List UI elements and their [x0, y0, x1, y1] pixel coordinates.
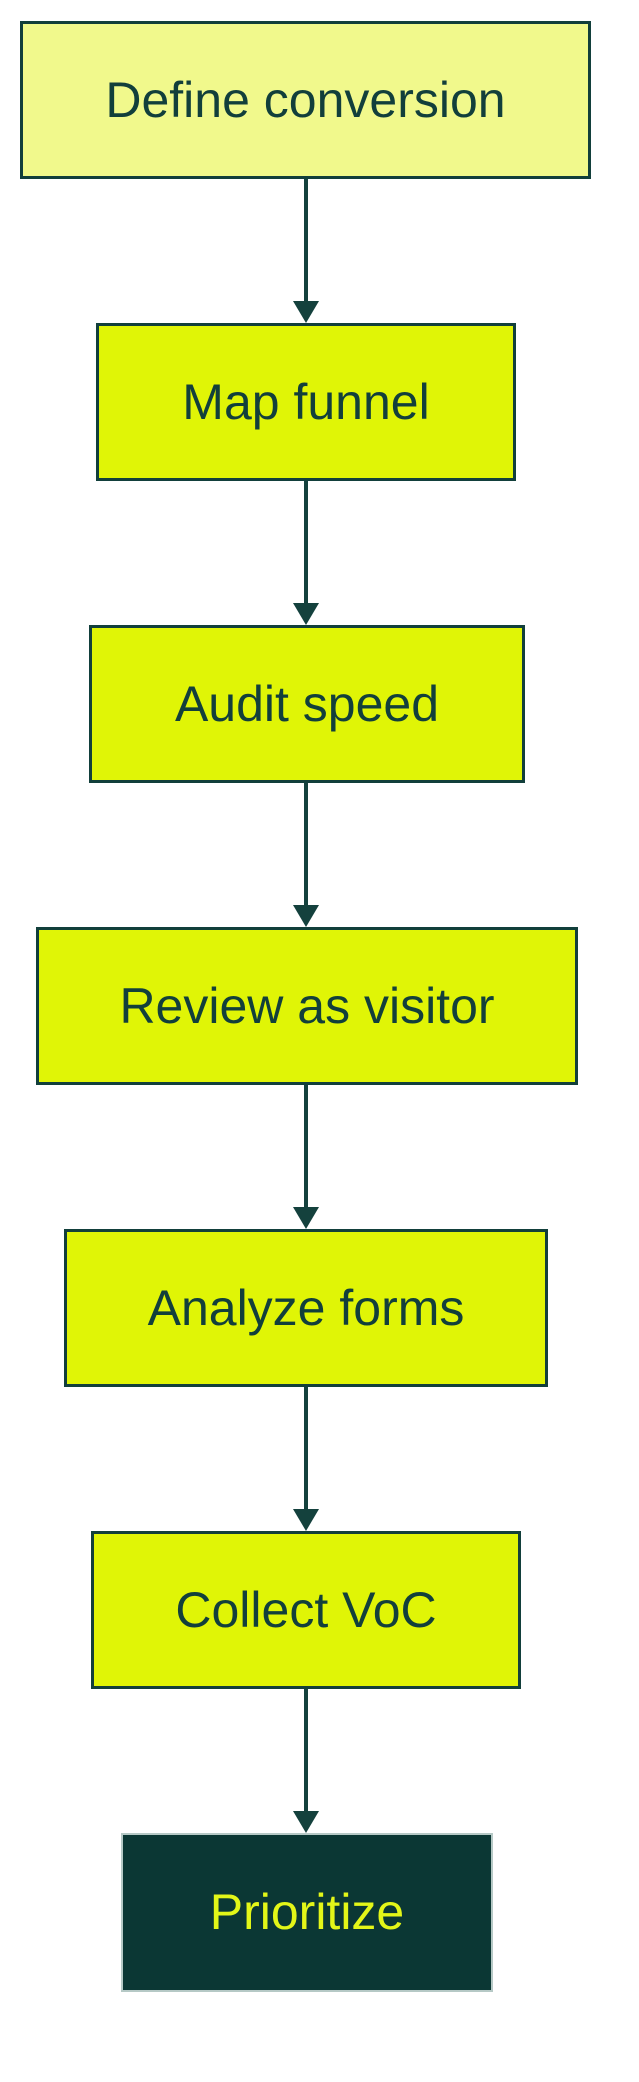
node-label: Define conversion — [105, 71, 506, 128]
edge-line — [304, 1689, 308, 1813]
node-label: Review as visitor — [119, 977, 495, 1034]
flow-node-collect-voc: Collect VoC — [91, 1531, 521, 1689]
flow-node-prioritize: Prioritize — [121, 1833, 493, 1992]
flow-node-analyze-forms: Analyze forms — [64, 1229, 548, 1387]
edge-map-funnel-to-audit-speed — [293, 481, 319, 625]
edge-line — [304, 179, 308, 303]
node-label: Map funnel — [182, 373, 430, 430]
node-label: Collect VoC — [175, 1581, 437, 1638]
edge-line — [304, 1387, 308, 1511]
edge-audit-speed-to-review-as-visitor — [293, 783, 319, 927]
node-label: Prioritize — [209, 1884, 405, 1940]
edge-line — [304, 481, 308, 605]
node-label: Analyze forms — [147, 1279, 465, 1336]
flow-node-map-funnel: Map funnel — [96, 323, 516, 481]
edge-line — [304, 783, 308, 907]
edge-review-as-visitor-to-analyze-forms — [293, 1085, 319, 1229]
flow-node-define-conversion: Define conversion — [20, 21, 591, 179]
arrowhead-icon — [293, 301, 319, 323]
edge-line — [304, 1085, 308, 1209]
edge-collect-voc-to-prioritize — [293, 1689, 319, 1833]
node-label: Audit speed — [174, 675, 440, 732]
edge-define-conversion-to-map-funnel — [293, 179, 319, 323]
flow-node-review-as-visitor: Review as visitor — [36, 927, 578, 1085]
arrowhead-icon — [293, 603, 319, 625]
flow-node-audit-speed: Audit speed — [89, 625, 525, 783]
edge-analyze-forms-to-collect-voc — [293, 1387, 319, 1531]
arrowhead-icon — [293, 1509, 319, 1531]
arrowhead-icon — [293, 905, 319, 927]
arrowhead-icon — [293, 1811, 319, 1833]
arrowhead-icon — [293, 1207, 319, 1229]
